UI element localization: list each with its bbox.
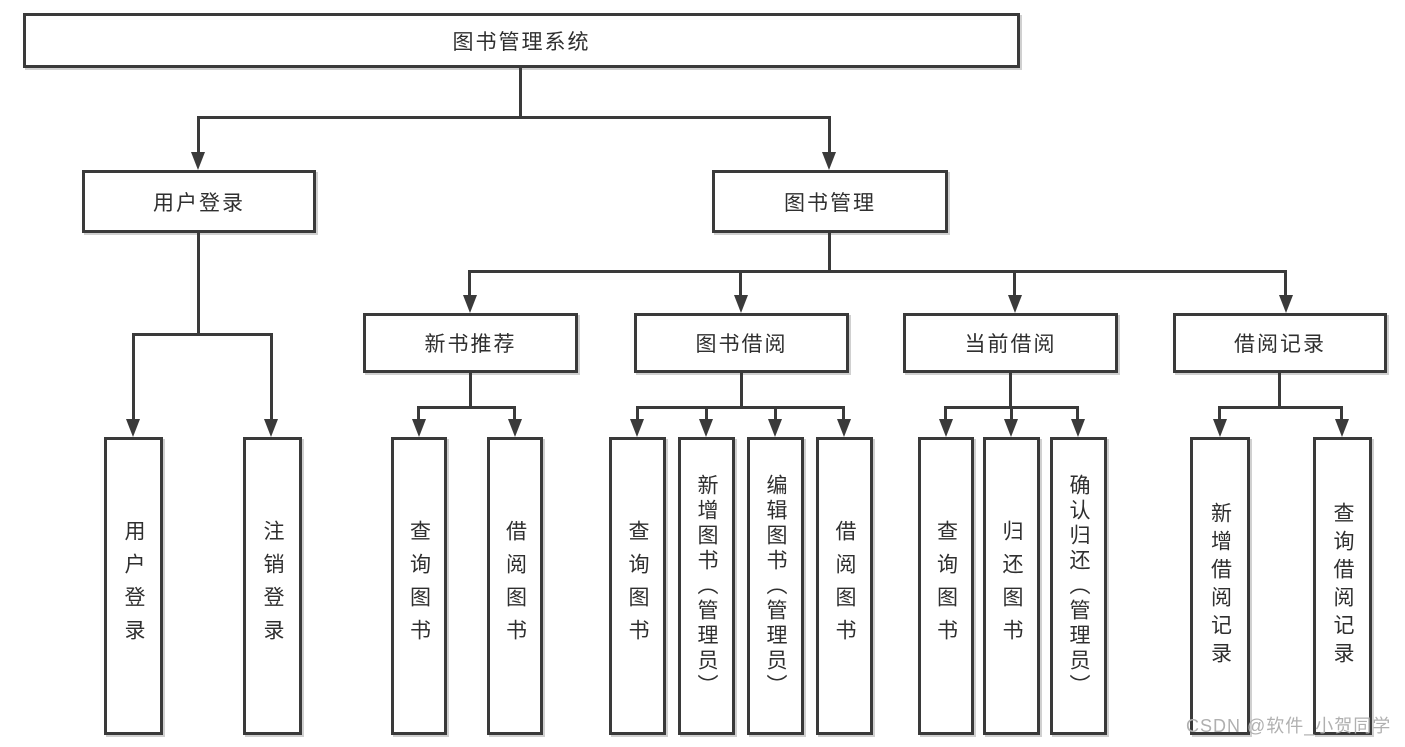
connector-line: [417, 406, 420, 422]
connector-line: [197, 116, 831, 119]
connector-line: [132, 333, 273, 336]
connector-line: [197, 116, 200, 154]
arrow-down-icon: [939, 419, 953, 437]
arrow-down-icon: [837, 419, 851, 437]
leaf-logout: 注销登录: [243, 437, 302, 735]
connector-line: [842, 406, 845, 422]
node-new-book-recommend-label: 新书推荐: [424, 333, 517, 356]
node-root-label: 图书管理系统: [452, 30, 591, 54]
connector-line: [1076, 406, 1079, 422]
arrow-down-icon: [1335, 419, 1349, 437]
leaf-current-query-books-label: 查询图书: [934, 520, 958, 652]
node-book-borrow: 图书借阅: [634, 313, 849, 373]
connector-line: [705, 406, 708, 422]
leaf-recommend-query-books-label: 查询图书: [407, 520, 431, 652]
arrow-down-icon: [126, 419, 140, 437]
arrow-down-icon: [508, 419, 522, 437]
leaf-borrow-books: 借阅图书: [816, 437, 873, 735]
arrow-down-icon: [699, 419, 713, 437]
csdn-watermark: CSDN @软件_小贺同学: [1186, 716, 1392, 736]
node-user-login: 用户登录: [82, 170, 316, 233]
leaf-edit-books-admin: 编辑图书（管理员）: [747, 437, 804, 735]
leaf-confirm-return-admin-label: 确认归还（管理员）: [1067, 473, 1090, 699]
connector-line: [519, 68, 522, 118]
leaf-borrow-query-books: 查询图书: [609, 437, 666, 735]
node-current-borrow-label: 当前借阅: [964, 333, 1057, 356]
node-current-borrow: 当前借阅: [903, 313, 1118, 373]
leaf-current-query-books: 查询图书: [918, 437, 974, 735]
leaf-return-books-label: 归还图书: [1000, 520, 1023, 652]
connector-line: [468, 270, 1287, 273]
node-user-login-label: 用户登录: [153, 191, 245, 215]
leaf-add-books-admin: 新增图书（管理员）: [678, 437, 735, 735]
leaf-logout-label: 注销登录: [261, 520, 284, 652]
connector-line: [417, 406, 516, 409]
arrow-down-icon: [463, 295, 477, 313]
leaf-user-login-label: 用户登录: [122, 520, 145, 652]
leaf-return-books: 归还图书: [983, 437, 1040, 735]
leaf-borrow-query-books-label: 查询图书: [626, 520, 649, 652]
leaf-confirm-return-admin: 确认归还（管理员）: [1050, 437, 1107, 735]
connector-line: [1218, 406, 1343, 409]
connector-line: [828, 233, 831, 273]
node-book-mgmt-label: 图书管理: [784, 191, 876, 215]
connector-line: [774, 406, 777, 422]
node-book-mgmt: 图书管理: [712, 170, 948, 233]
arrow-down-icon: [1071, 419, 1085, 437]
node-new-book-recommend: 新书推荐: [363, 313, 578, 373]
leaf-recommend-borrow-books-label: 借阅图书: [503, 520, 527, 652]
connector-line: [1340, 406, 1343, 422]
connector-line: [1009, 373, 1012, 409]
arrow-down-icon: [264, 419, 278, 437]
node-borrow-records: 借阅记录: [1173, 313, 1387, 373]
connector-line: [636, 406, 639, 422]
leaf-query-borrow-record-label: 查询借阅记录: [1331, 502, 1354, 670]
connector-line: [1013, 270, 1016, 297]
connector-line: [1278, 373, 1281, 409]
leaf-add-books-admin-label: 新增图书（管理员）: [695, 473, 718, 699]
connector-line: [1284, 270, 1287, 297]
arrow-down-icon: [630, 419, 644, 437]
leaf-user-login: 用户登录: [104, 437, 163, 735]
leaf-recommend-borrow-books: 借阅图书: [487, 437, 543, 735]
arrow-down-icon: [191, 152, 205, 170]
connector-line: [740, 373, 743, 409]
connector-line: [1218, 406, 1221, 422]
connector-line: [468, 270, 471, 297]
connector-line: [828, 116, 831, 154]
connector-line: [270, 333, 273, 421]
leaf-borrow-books-label: 借阅图书: [833, 520, 856, 652]
node-root: 图书管理系统: [23, 13, 1020, 68]
connector-line: [469, 373, 472, 409]
connector-line: [513, 406, 516, 422]
arrow-down-icon: [768, 419, 782, 437]
arrow-down-icon: [1004, 419, 1018, 437]
connector-line: [197, 233, 200, 336]
arrow-down-icon: [1008, 295, 1022, 313]
arrow-down-icon: [822, 152, 836, 170]
connector-line: [132, 333, 135, 421]
arrow-down-icon: [1279, 295, 1293, 313]
leaf-add-borrow-record-label: 新增借阅记录: [1208, 502, 1232, 670]
leaf-query-borrow-record: 查询借阅记录: [1313, 437, 1372, 735]
leaf-recommend-query-books: 查询图书: [391, 437, 447, 735]
arrow-down-icon: [412, 419, 426, 437]
connector-line: [739, 270, 742, 297]
connector-line: [636, 406, 845, 409]
arrow-down-icon: [734, 295, 748, 313]
connector-line: [944, 406, 947, 422]
arrow-down-icon: [1213, 419, 1227, 437]
leaf-add-borrow-record: 新增借阅记录: [1190, 437, 1250, 735]
node-book-borrow-label: 图书借阅: [695, 333, 788, 356]
node-borrow-records-label: 借阅记录: [1234, 333, 1326, 356]
connector-line: [1010, 406, 1013, 422]
leaf-edit-books-admin-label: 编辑图书（管理员）: [764, 473, 787, 699]
